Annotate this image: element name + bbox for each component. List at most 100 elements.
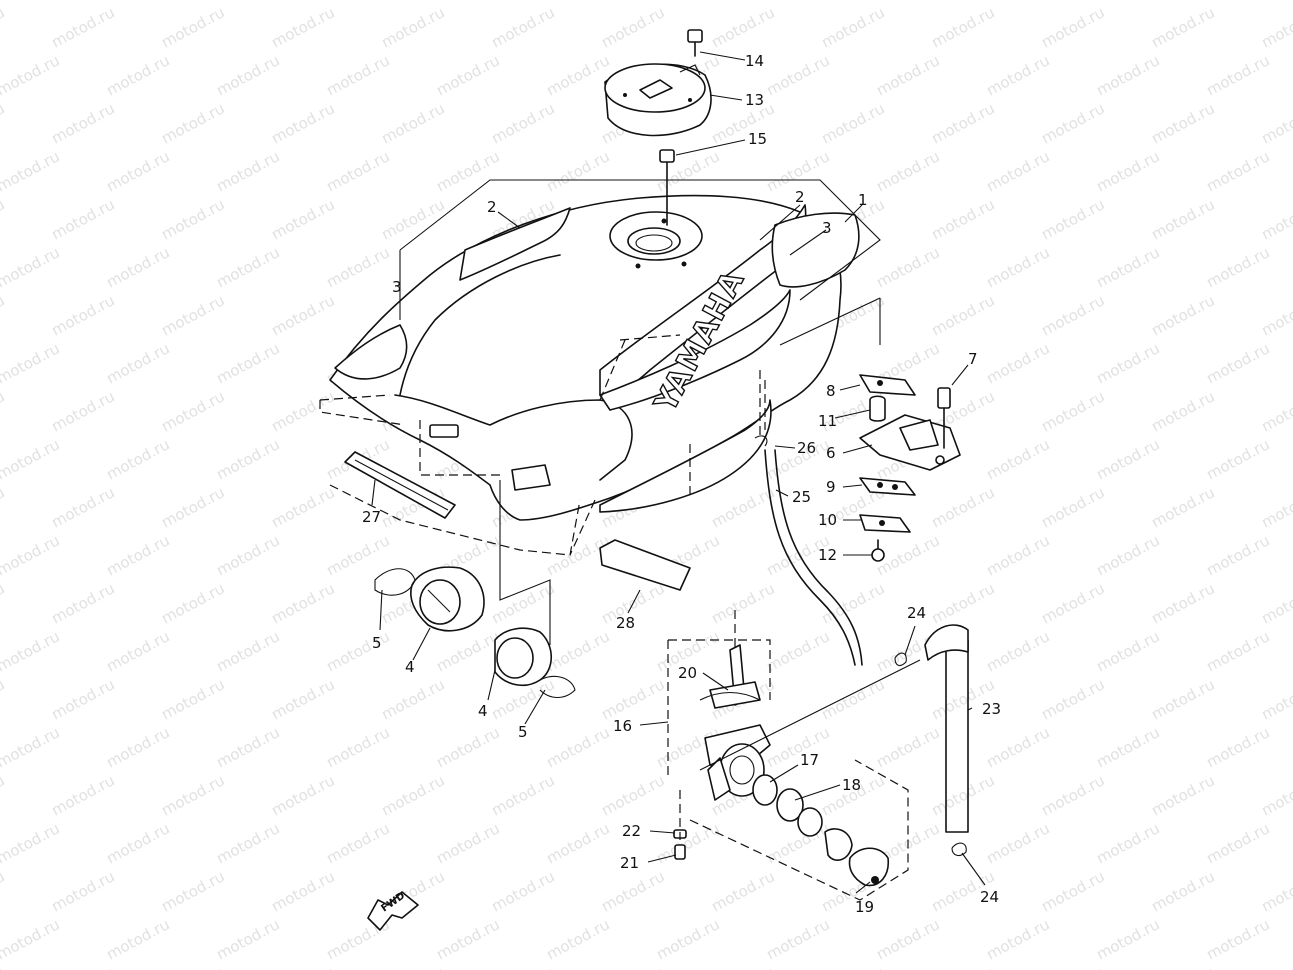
watermark-text: motod.ru — [433, 147, 502, 195]
watermark-text: motod.ru — [763, 51, 832, 99]
watermark-text: motod.ru — [1093, 243, 1162, 291]
watermark-text: motod.ru — [1093, 531, 1162, 579]
watermark-text: motod.ru — [873, 915, 942, 963]
watermark-text: motod.ru — [103, 147, 172, 195]
watermark-text: motod.ru — [48, 387, 117, 435]
watermark-text: motod.ru — [0, 579, 8, 627]
watermark-text: motod.ru — [48, 195, 117, 243]
watermark-text: motod.ru — [1203, 819, 1272, 867]
watermark-text: motod.ru — [103, 531, 172, 579]
watermark-text: motod.ru — [213, 147, 282, 195]
watermark-text: motod.ru — [0, 51, 63, 99]
rear-bracket-parts — [859, 374, 961, 562]
watermark-text: motod.ru — [378, 963, 447, 970]
watermark-text: motod.ru — [1093, 819, 1162, 867]
watermark-text: motod.ru — [268, 483, 337, 531]
watermark-text: motod.ru — [268, 3, 337, 51]
watermark-text: motod.ru — [488, 963, 557, 970]
callout-26: 26 — [797, 439, 816, 457]
callout-leaders — [371, 51, 986, 894]
watermark-text: motod.ru — [323, 243, 392, 291]
watermark-text: motod.ru — [873, 51, 942, 99]
watermark-text: motod.ru — [928, 771, 997, 819]
callout-19: 19 — [855, 898, 874, 916]
watermark-text: motod.ru — [1258, 99, 1293, 147]
watermark-text: motod.ru — [763, 0, 832, 4]
watermark-text: motod.ru — [213, 435, 282, 483]
watermark-text: motod.ru — [1203, 243, 1272, 291]
callout-16: 16 — [613, 717, 632, 735]
watermark-text: motod.ru — [213, 531, 282, 579]
watermark-text: motod.ru — [1093, 627, 1162, 675]
watermark-text: motod.ru — [158, 771, 227, 819]
watermark-text: motod.ru — [268, 867, 337, 915]
watermark-text: motod.ru — [763, 627, 832, 675]
watermark-text: motod.ru — [213, 915, 282, 963]
watermark-text: motod.ru — [1258, 195, 1293, 243]
watermark-text: motod.ru — [928, 195, 997, 243]
callout-9: 9 — [826, 478, 836, 496]
watermark-text: motod.ru — [818, 579, 887, 627]
watermark-text: motod.ru — [1148, 99, 1217, 147]
watermark-text: motod.ru — [1258, 291, 1293, 339]
watermark-text: motod.ru — [158, 483, 227, 531]
watermark-text: motod.ru — [0, 99, 8, 147]
watermark-text: motod.ru — [103, 723, 172, 771]
watermark-text: motod.ru — [48, 99, 117, 147]
watermark-text: motod.ru — [158, 867, 227, 915]
watermark-text: motod.ru — [1038, 291, 1107, 339]
watermark-text: motod.ru — [1148, 387, 1217, 435]
watermark-text: motod.ru — [103, 435, 172, 483]
callout-6: 6 — [826, 444, 836, 462]
callout-5-left: 5 — [372, 634, 382, 652]
callout-2-right: 2 — [795, 188, 805, 206]
watermark-text: motod.ru — [983, 915, 1052, 963]
watermark-text: motod.ru — [0, 723, 63, 771]
callout-11: 11 — [818, 412, 837, 430]
watermark-text: motod.ru — [0, 339, 63, 387]
watermark-text: motod.ru — [1148, 963, 1217, 970]
watermark-text: motod.ru — [0, 483, 8, 531]
watermark-text: motod.ru — [1148, 579, 1217, 627]
watermark-text: motod.ru — [158, 579, 227, 627]
watermark-text: motod.ru — [928, 963, 997, 970]
watermark-text: motod.ru — [0, 627, 63, 675]
watermark-text: motod.ru — [1148, 483, 1217, 531]
watermark-text: motod.ru — [983, 627, 1052, 675]
watermark-text: motod.ru — [1093, 339, 1162, 387]
watermark-text: motod.ru — [1148, 291, 1217, 339]
watermark-text: motod.ru — [928, 483, 997, 531]
watermark-text: motod.ru — [708, 579, 777, 627]
watermark-text: motod.ru — [213, 339, 282, 387]
watermark-text: motod.ru — [1038, 675, 1107, 723]
callout-labels: 1 2 2 3 3 4 4 5 5 6 7 8 9 10 11 12 13 14… — [362, 52, 1001, 916]
watermark-text: motod.ru — [0, 675, 8, 723]
watermark-text: motod.ru — [0, 3, 8, 51]
watermark-text: motod.ru — [1093, 915, 1162, 963]
callout-18: 18 — [842, 776, 861, 794]
watermark-text: motod.ru — [0, 915, 63, 963]
watermark-text: motod.ru — [488, 771, 557, 819]
watermark-text: motod.ru — [268, 195, 337, 243]
watermark-text: motod.ru — [0, 963, 8, 970]
watermark-text: motod.ru — [818, 963, 887, 970]
callout-13: 13 — [745, 91, 764, 109]
callout-23: 23 — [982, 700, 1001, 718]
watermark-text: motod.ru — [268, 291, 337, 339]
watermark-text: motod.ru — [983, 819, 1052, 867]
watermark-text: motod.ru — [873, 147, 942, 195]
watermark-text: motod.ru — [378, 3, 447, 51]
watermark-text: motod.ru — [1038, 963, 1107, 970]
watermark-text: motod.ru — [1203, 531, 1272, 579]
watermark-text: motod.ru — [48, 3, 117, 51]
watermark-text: motod.ru — [103, 339, 172, 387]
watermark-text: motod.ru — [103, 243, 172, 291]
watermark-text: motod.ru — [323, 147, 392, 195]
watermark-text: motod.ru — [0, 387, 8, 435]
watermark-text: motod.ru — [1038, 99, 1107, 147]
watermark-text: motod.ru — [1093, 51, 1162, 99]
watermark-text: motod.ru — [103, 819, 172, 867]
callout-14: 14 — [745, 52, 764, 70]
watermark-text: motod.ru — [0, 819, 63, 867]
